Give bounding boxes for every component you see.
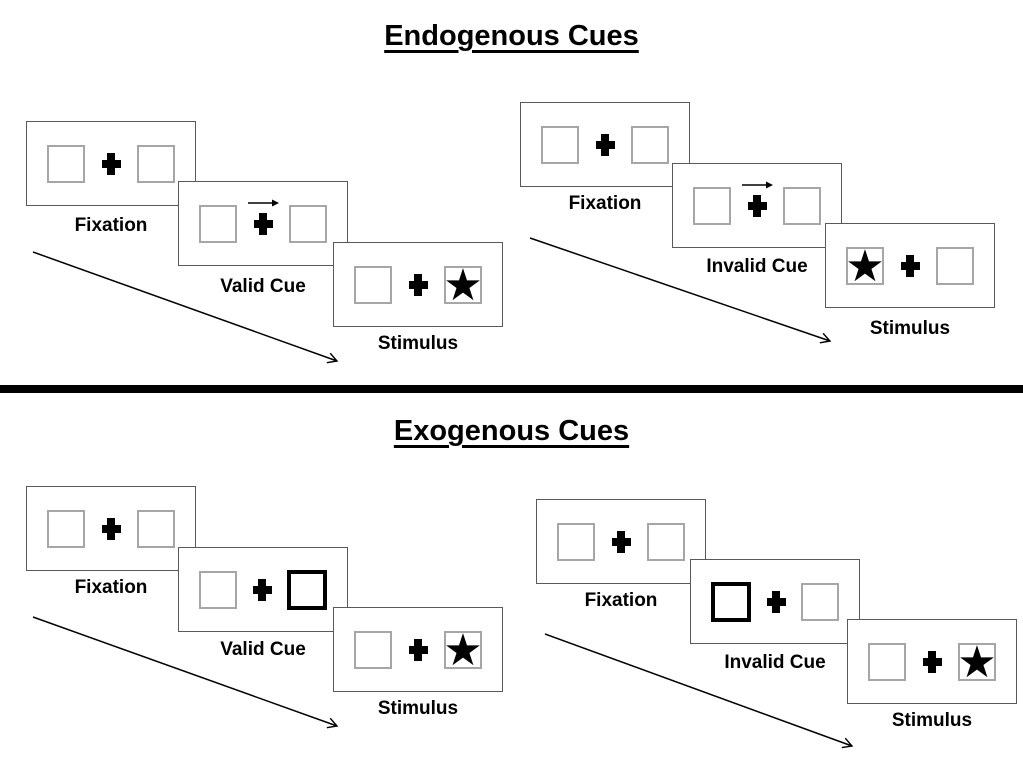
- invalid-cue-card: [690, 559, 860, 644]
- left-box: [47, 509, 85, 548]
- fixation-cross-icon: [252, 578, 272, 601]
- card-label-stimulus: Stimulus: [891, 710, 973, 731]
- right-box: [801, 582, 839, 621]
- section-title-endogenous: Endogenous Cues: [384, 20, 639, 52]
- card-label-fixation: Fixation: [568, 193, 642, 214]
- card-label-stimulus: Stimulus: [869, 318, 951, 339]
- fixation-cross-icon: [741, 181, 773, 217]
- left-box: [541, 125, 579, 164]
- right-box: ★: [957, 636, 997, 688]
- card-label-fixation: Fixation: [74, 577, 148, 598]
- valid-cue-card: [178, 181, 348, 266]
- right-box: [783, 186, 821, 225]
- fixation-cross-icon: [611, 530, 631, 553]
- fixation-card: [520, 102, 690, 187]
- right-box: ★: [443, 624, 483, 676]
- fixation-cross-icon: [900, 254, 920, 277]
- stimulus-card: ★: [333, 242, 503, 327]
- right-box: ★: [443, 259, 483, 311]
- card-label-fixation: Fixation: [584, 590, 658, 611]
- fixation-cross-icon: [595, 133, 615, 156]
- right-box: [647, 522, 685, 561]
- left-box: [199, 570, 237, 609]
- stimulus-card: ★: [847, 619, 1017, 704]
- sequence-arrow-icon: [32, 251, 339, 364]
- target-star-icon: ★: [443, 259, 483, 311]
- card-label-valid-cue: Valid Cue: [220, 276, 306, 297]
- sequence-arrow-icon: [544, 633, 854, 749]
- right-box: [137, 144, 175, 183]
- section-divider: [0, 385, 1023, 393]
- fixation-cross-icon: [922, 650, 942, 673]
- left-box: [557, 522, 595, 561]
- right-box: [631, 125, 669, 164]
- target-star-icon: ★: [845, 240, 885, 292]
- card-label-invalid-cue: Invalid Cue: [706, 256, 808, 277]
- left-box: [354, 630, 392, 669]
- fixation-cross-icon: [766, 590, 786, 613]
- card-label-fixation: Fixation: [74, 215, 148, 236]
- fixation-card: [536, 499, 706, 584]
- right-box: [936, 246, 974, 285]
- section-title-exogenous: Exogenous Cues: [393, 415, 630, 447]
- stimulus-card: ★: [825, 223, 995, 308]
- left-box: [47, 144, 85, 183]
- cue-direction-arrow-icon: [247, 199, 279, 206]
- sequence-arrow-icon: [529, 237, 832, 344]
- target-star-icon: ★: [957, 636, 997, 688]
- cue-direction-arrow-icon: [741, 181, 773, 188]
- card-label-valid-cue: Valid Cue: [220, 639, 306, 660]
- fixation-card: [26, 121, 196, 206]
- fixation-cross-icon: [408, 273, 428, 296]
- sequence-arrow-icon: [32, 616, 339, 729]
- left-box: [354, 265, 392, 304]
- card-label-invalid-cue: Invalid Cue: [724, 652, 826, 673]
- card-label-stimulus: Stimulus: [377, 698, 459, 719]
- fixation-cross-icon: [408, 638, 428, 661]
- fixation-cross-icon: [101, 152, 121, 175]
- right-box: [137, 509, 175, 548]
- stimulus-card: ★: [333, 607, 503, 692]
- target-star-icon: ★: [443, 624, 483, 676]
- invalid-cue-card: [672, 163, 842, 248]
- fixation-cross-icon: [101, 517, 121, 540]
- right-box-highlighted: [287, 569, 327, 610]
- fixation-cross-icon: [247, 199, 279, 235]
- fixation-card: [26, 486, 196, 571]
- left-box-highlighted: [711, 581, 751, 622]
- left-box: [199, 204, 237, 243]
- left-box: [868, 642, 906, 681]
- left-box: [693, 186, 731, 225]
- valid-cue-card: [178, 547, 348, 632]
- left-box: ★: [845, 240, 885, 292]
- card-label-stimulus: Stimulus: [377, 333, 459, 354]
- right-box: [289, 204, 327, 243]
